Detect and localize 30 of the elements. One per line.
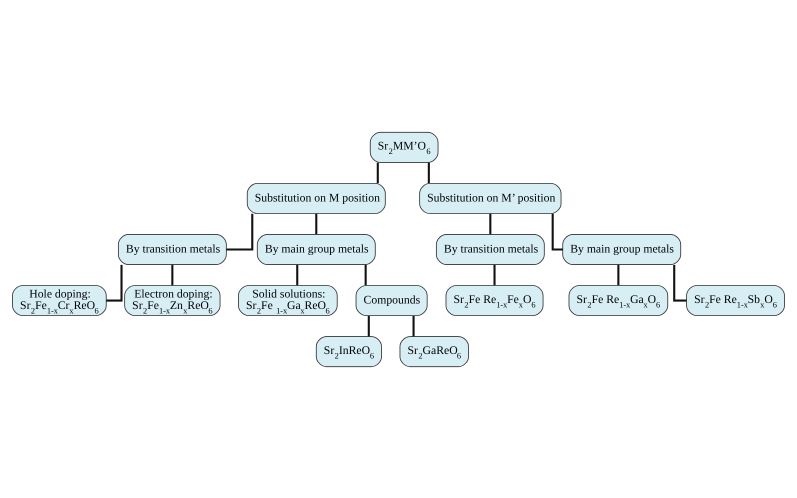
node-box: Compounds bbox=[356, 284, 428, 316]
node-box: Sr$_{2}$GaReO$_{6}$ bbox=[400, 336, 469, 367]
node-box: By transition metals bbox=[436, 234, 545, 264]
connector bbox=[552, 213, 563, 250]
connector bbox=[428, 162, 430, 183]
node-box: Sr$_{2}$MM’O$_{6}$ bbox=[370, 131, 438, 162]
connector bbox=[315, 213, 318, 234]
node-box: Sr$_{2}$Fe Re$_{1-x}$Fe$_{x}$O$_{6}$ bbox=[446, 284, 544, 316]
connector bbox=[493, 264, 496, 285]
node-box: Sr$_{2}$Fe Re$_{1-x}$Ga$_{x}$O$_{6}$ bbox=[568, 284, 668, 316]
connector bbox=[412, 315, 415, 336]
node-box: By main group metals bbox=[562, 234, 682, 264]
connector bbox=[226, 213, 254, 250]
connector bbox=[489, 213, 492, 234]
connector bbox=[376, 162, 379, 183]
connector bbox=[673, 264, 686, 302]
connector bbox=[296, 264, 298, 285]
node-box: By main group metals bbox=[256, 234, 376, 264]
connector bbox=[617, 264, 620, 285]
node-box: By transition metals bbox=[118, 234, 227, 264]
node-box: Hole doping: Sr$_{2}$Fe$_{1-x}$Cr$_{x}$ReO$_{6}$ bbox=[12, 284, 107, 316]
node-box: Solid solutions: Sr$_{2}$Fe $_{1-x}$Ga$_{x}$ReO$_{6}$ bbox=[238, 284, 338, 316]
connector bbox=[171, 264, 174, 285]
node-box: Sr$_{2}$InReO$_{6}$ bbox=[316, 336, 382, 367]
connector bbox=[364, 264, 367, 285]
node-box: Sr$_{2}$Fe Re$_{1-x}$Sb$_{x}$O$_{6}$ bbox=[686, 284, 785, 316]
connector bbox=[368, 315, 370, 336]
node-box: Substitution on M’ position bbox=[419, 182, 562, 214]
node-box: Electron doping: Sr$_{2}$Fe$_{1-x}$Zn$_{x}$ReO$_{6}$ bbox=[124, 284, 220, 316]
node-box: Substitution on M position bbox=[246, 182, 386, 214]
